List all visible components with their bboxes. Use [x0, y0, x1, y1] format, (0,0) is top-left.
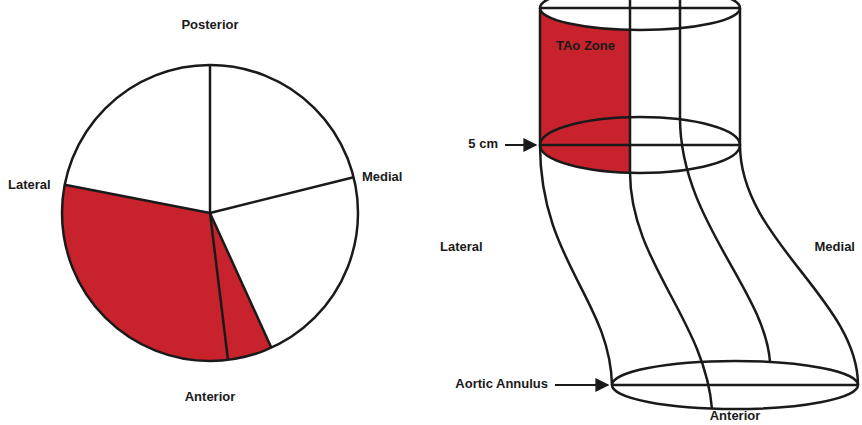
cross-section — [62, 65, 358, 361]
tube-edge — [539, 8, 542, 145]
zone-region: TAo Zone — [552, 34, 619, 57]
side-label: Medial — [362, 170, 402, 184]
zone-label: TAo Zone — [556, 38, 615, 53]
side-label: Lateral — [8, 178, 51, 192]
leader-arrow — [555, 384, 608, 386]
plane-line — [680, 0, 770, 362]
part-label: Aortic Annulus — [455, 377, 548, 391]
circle-outline — [62, 65, 358, 361]
leader-arrow — [505, 144, 536, 146]
tao-zone-fill — [540, 8, 630, 173]
ellipse-diameter — [540, 144, 740, 147]
view-label: Anterior — [185, 390, 236, 404]
tube-edge — [739, 8, 742, 145]
annulus-ellipse — [612, 361, 858, 409]
tube-edge — [540, 145, 612, 385]
side-label: Lateral — [440, 240, 483, 254]
five-cm-ellipse — [540, 117, 740, 173]
divider-line — [209, 65, 212, 213]
view-label: Posterior — [181, 18, 238, 32]
tube-edge — [740, 145, 858, 385]
ellipse-diameter — [612, 384, 858, 387]
side-label: Medial — [815, 240, 855, 254]
divider-line — [210, 213, 228, 360]
top-ellipse — [540, 0, 740, 30]
dimension-label: 5 cm — [468, 137, 498, 151]
divider-line — [65, 185, 210, 213]
red-sector — [62, 185, 271, 361]
divider-line — [210, 177, 354, 213]
aorta-tube — [505, 0, 858, 409]
ellipse-diameter — [540, 7, 740, 10]
view-label: Anterior — [710, 409, 761, 423]
